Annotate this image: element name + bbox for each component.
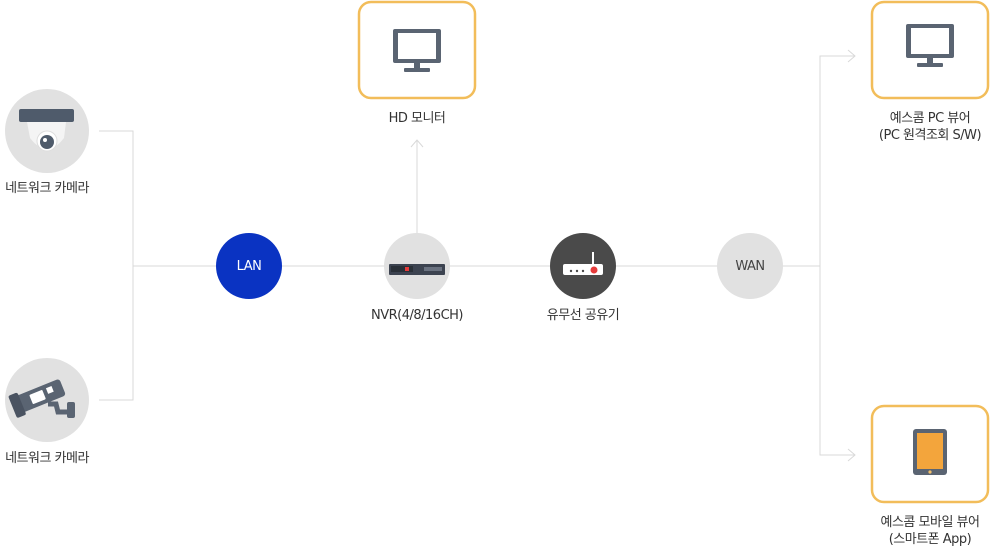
hd-monitor-box bbox=[357, 0, 477, 100]
router-node bbox=[550, 233, 616, 299]
tablet-icon bbox=[913, 429, 947, 475]
mobile-viewer-label-line1: 예스콤 모바일 뷰어 bbox=[880, 515, 980, 530]
camera-top-connector bbox=[99, 130, 134, 401]
camera-bottom-label: 네트워크 카메라 bbox=[5, 451, 89, 466]
lan-label: LAN bbox=[236, 259, 262, 274]
router-label: 유무선 공유기 bbox=[546, 308, 620, 323]
dome-camera-icon bbox=[19, 109, 74, 152]
monitor-icon bbox=[906, 24, 954, 67]
nvr-label: NVR(4/8/16CH) bbox=[371, 308, 464, 323]
wan-node bbox=[717, 233, 783, 299]
pc-viewer-label-line1: 예스콤 PC 뷰어 bbox=[889, 111, 971, 126]
wan-branch-line-lower bbox=[819, 266, 855, 456]
wan-branch-line bbox=[819, 55, 855, 266]
mobile-viewer-label-line2: (스마트폰 App) bbox=[888, 532, 972, 547]
camera-top-label: 네트워크 카메라 bbox=[5, 181, 89, 196]
hd-monitor-label: HD 모니터 bbox=[388, 111, 446, 126]
mobile-viewer-box bbox=[870, 404, 990, 504]
pc-viewer-label-line2: (PC 원격조회 S/W) bbox=[878, 128, 982, 143]
lan-node bbox=[216, 233, 282, 299]
nvr-recorder-icon bbox=[389, 264, 445, 275]
mobile-arrow-head bbox=[847, 448, 856, 462]
wan-label: WAN bbox=[735, 259, 765, 274]
pc-viewer-box bbox=[870, 0, 990, 100]
monitor-arrow-head bbox=[410, 139, 424, 148]
router-icon bbox=[563, 252, 603, 275]
nvr-node bbox=[384, 233, 450, 299]
bullet-camera-icon bbox=[8, 379, 75, 418]
pc-arrow-head bbox=[847, 49, 856, 63]
dome-camera-node bbox=[5, 89, 89, 173]
bullet-camera-node bbox=[5, 358, 89, 442]
monitor-icon bbox=[393, 29, 441, 72]
